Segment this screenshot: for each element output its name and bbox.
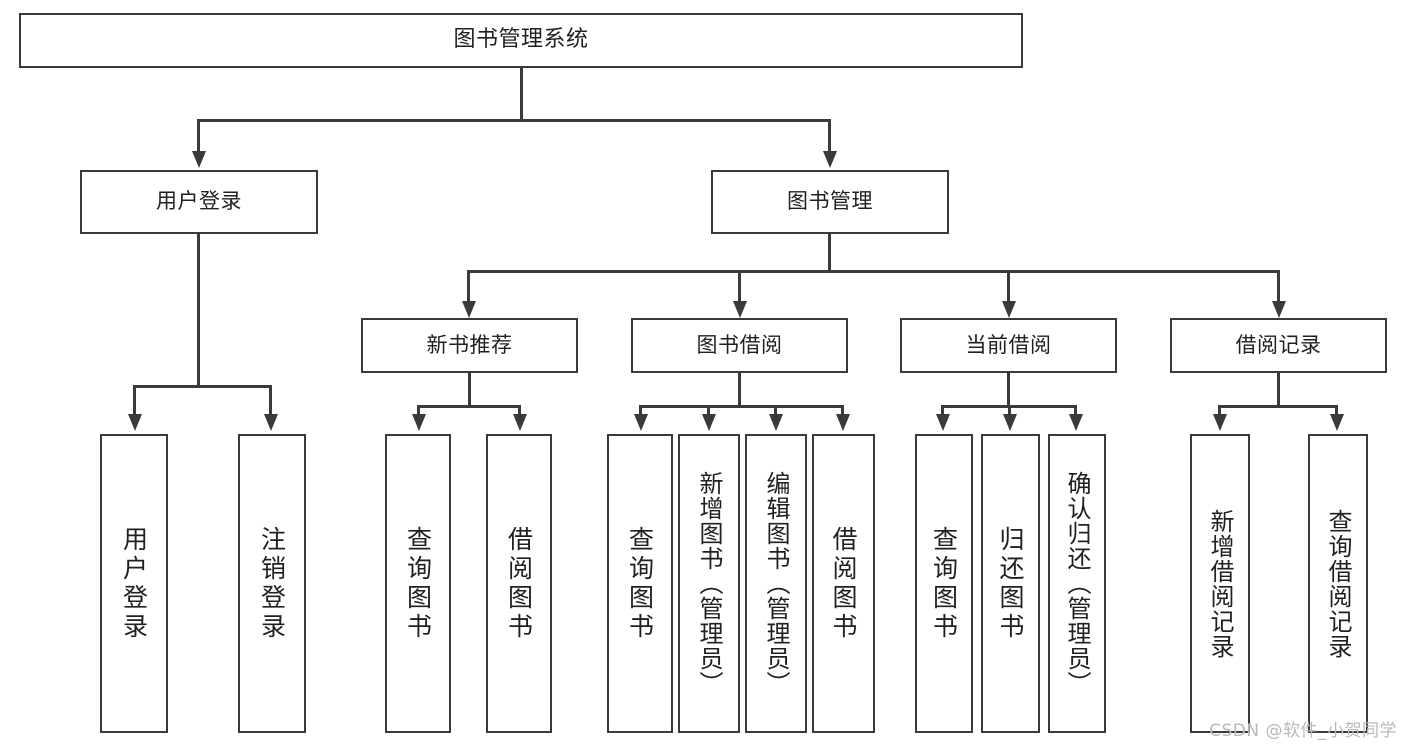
leaf-logout[interactable]: 注销登录: [238, 434, 306, 733]
leaf-bb-borrow-book[interactable]: 借阅图书: [812, 434, 875, 733]
leaf-cb-query-book-label: 查询图书: [929, 525, 959, 642]
connector-drop-leaf-logout: [269, 385, 272, 415]
node-root-label: 图书管理系统: [453, 27, 589, 53]
leaf-nb-query-book[interactable]: 查询图书: [385, 434, 451, 733]
connector-drop-br-add: [1218, 405, 1221, 416]
node-borrow-record[interactable]: 借阅记录: [1170, 318, 1387, 373]
leaf-cb-confirm-return[interactable]: 确认归还（管理员）: [1048, 434, 1106, 733]
connector-drop-user-login: [197, 119, 200, 153]
connector-new-book-bus: [417, 405, 521, 408]
leaf-bb-edit-book-label: 编辑图书（管理员）: [762, 471, 790, 696]
leaf-nb-query-book-label: 查询图书: [403, 525, 433, 642]
connector-drop-cb-query: [941, 405, 944, 416]
connector-drop-bb-add: [707, 405, 710, 416]
arrowhead-borrow-record: [1271, 301, 1286, 318]
connector-root-stem: [519, 68, 523, 120]
arrowhead-br-query: [1329, 414, 1344, 431]
connector-user-login-stem: [197, 234, 200, 386]
arrowhead-user-login: [191, 151, 206, 168]
leaf-bb-edit-book[interactable]: 编辑图书（管理员）: [745, 434, 807, 733]
connector-drop-nb-borrow: [518, 405, 521, 416]
connector-new-book-stem: [468, 373, 471, 406]
leaf-bb-borrow-book-label: 借阅图书: [829, 525, 858, 642]
arrowhead-bb-add: [701, 414, 716, 431]
arrowhead-bb-borrow: [835, 414, 850, 431]
arrowhead-br-add: [1212, 414, 1227, 431]
leaf-cb-return-book-label: 归还图书: [996, 525, 1025, 642]
connector-drop-bb-edit: [774, 405, 777, 416]
node-book-management-label: 图书管理: [787, 189, 873, 214]
node-root[interactable]: 图书管理系统: [19, 13, 1023, 68]
connector-drop-new-book: [467, 270, 470, 302]
leaf-bb-query-book[interactable]: 查询图书: [607, 434, 673, 733]
leaf-br-add-record[interactable]: 新增借阅记录: [1190, 434, 1250, 733]
leaf-nb-borrow-book-label: 借阅图书: [504, 525, 534, 642]
connector-drop-bb-borrow: [841, 405, 844, 416]
leaf-logout-label: 注销登录: [257, 525, 287, 642]
leaf-user-login[interactable]: 用户登录: [100, 434, 168, 733]
leaf-br-add-record-label: 新增借阅记录: [1206, 508, 1234, 659]
connector-drop-nb-query: [417, 405, 420, 416]
connector-drop-bb-query: [639, 405, 642, 416]
connector-drop-cb-confirm: [1074, 405, 1077, 416]
arrowhead-bb-query: [633, 414, 648, 431]
arrowhead-cb-return: [1002, 414, 1017, 431]
connector-drop-leaf-user-login: [133, 385, 136, 415]
leaf-bb-add-book[interactable]: 新增图书（管理员）: [678, 434, 740, 733]
node-book-borrow-label: 图书借阅: [696, 332, 783, 357]
arrowhead-book-mgmt: [822, 151, 837, 168]
arrowhead-new-book: [461, 301, 476, 318]
arrowhead-nb-query: [411, 414, 426, 431]
connector-level3-bus: [467, 270, 1277, 273]
connector-book-mgmt-stem: [828, 234, 831, 271]
arrowhead-book-borrow: [732, 301, 747, 318]
connector-drop-br-query: [1335, 405, 1338, 416]
connector-user-login-bus: [133, 385, 269, 388]
connector-drop-cb-return: [1008, 405, 1011, 416]
leaf-bb-query-book-label: 查询图书: [625, 525, 655, 642]
arrowhead-leaf-user-login: [127, 414, 142, 431]
node-user-login[interactable]: 用户登录: [80, 170, 318, 234]
node-new-book-recommend-label: 新书推荐: [426, 332, 513, 357]
leaf-cb-confirm-return-label: 确认归还（管理员）: [1063, 471, 1091, 696]
arrowhead-cb-confirm: [1068, 414, 1083, 431]
connector-drop-borrow-record: [1277, 270, 1280, 302]
node-current-borrow[interactable]: 当前借阅: [900, 318, 1117, 373]
arrowhead-nb-borrow: [512, 414, 527, 431]
node-borrow-record-label: 借阅记录: [1235, 332, 1322, 357]
connector-drop-book-borrow: [738, 270, 741, 302]
connector-borrow-record-stem: [1277, 373, 1280, 406]
arrowhead-cb-query: [935, 414, 950, 431]
leaf-cb-query-book[interactable]: 查询图书: [915, 434, 973, 733]
leaf-nb-borrow-book[interactable]: 借阅图书: [486, 434, 552, 733]
connector-book-borrow-stem: [738, 373, 741, 406]
node-book-management[interactable]: 图书管理: [711, 170, 949, 234]
leaf-cb-return-book[interactable]: 归还图书: [981, 434, 1040, 733]
arrowhead-leaf-logout: [263, 414, 278, 431]
leaf-br-query-record-label: 查询借阅记录: [1324, 508, 1352, 659]
node-current-borrow-label: 当前借阅: [965, 332, 1052, 357]
connector-drop-book-mgmt: [828, 119, 831, 153]
leaf-user-login-label: 用户登录: [119, 525, 149, 642]
node-book-borrow[interactable]: 图书借阅: [631, 318, 848, 373]
leaf-bb-add-book-label: 新增图书（管理员）: [695, 471, 723, 696]
node-new-book-recommend[interactable]: 新书推荐: [361, 318, 578, 373]
connector-book-borrow-bus: [639, 405, 844, 408]
connector-level2-bus: [197, 119, 830, 122]
connector-current-borrow-stem: [1007, 373, 1010, 406]
leaf-br-query-record[interactable]: 查询借阅记录: [1308, 434, 1368, 733]
node-user-login-label: 用户登录: [156, 189, 242, 214]
arrowhead-current-borrow: [1001, 301, 1016, 318]
connector-drop-current-borrow: [1007, 270, 1010, 302]
arrowhead-bb-edit: [768, 414, 783, 431]
connector-borrow-record-bus: [1218, 405, 1338, 408]
